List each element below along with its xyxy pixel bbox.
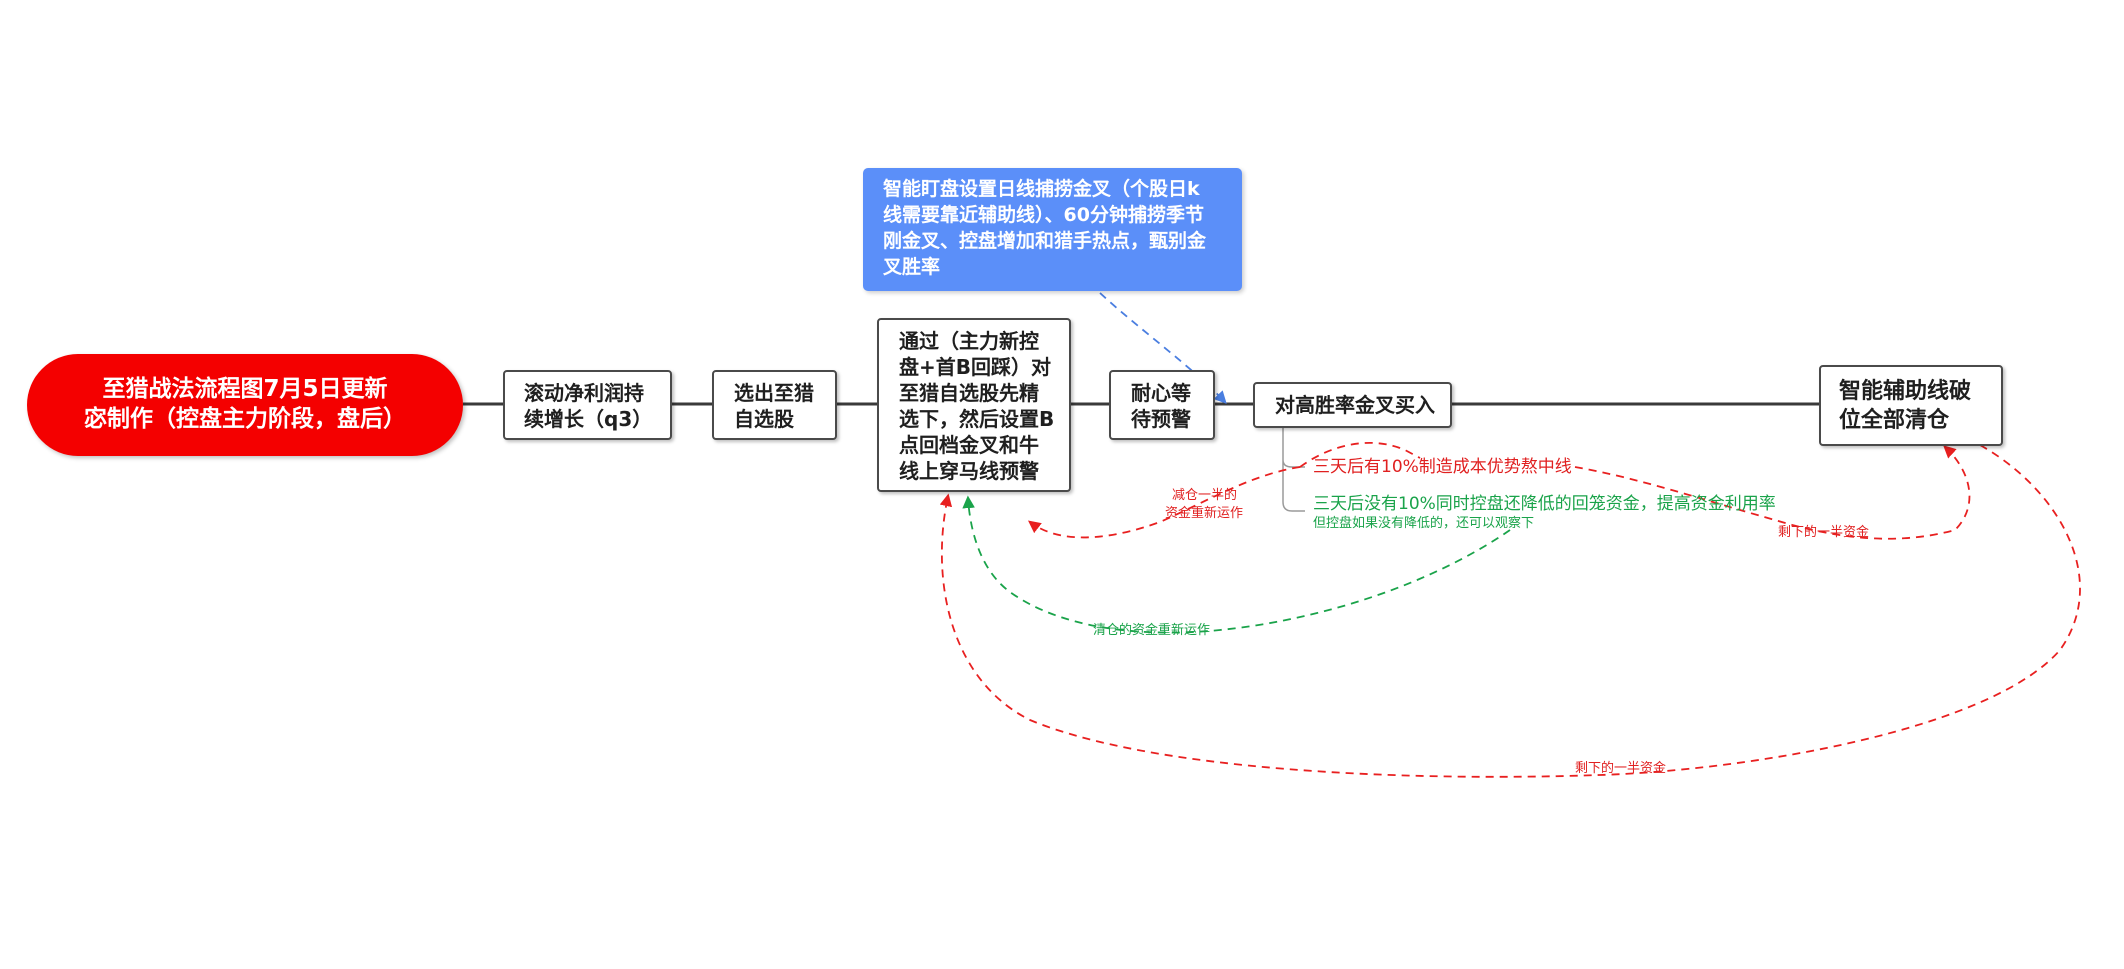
step-wait-line1: 耐心等 (1131, 381, 1191, 405)
step-buy-line1: 对高胜率金叉买入 (1275, 393, 1435, 417)
root-topic[interactable]: 至猎战法流程图7月5日更新 宓制作（控盘主力阶段，盘后） (27, 354, 463, 456)
step-net-profit-line1: 滚动净利润持 (524, 381, 644, 405)
step-clear-line1: 智能辅助线破 (1839, 379, 1972, 404)
clear-reuse-label: 清仓的资金重新运作 (1093, 623, 1211, 638)
step-net-profit-line2: 续增长（q3） (524, 407, 653, 431)
callout-line3: 刚金叉、控盘增加和猎手热点，甄别金 (883, 230, 1207, 252)
step-refine-and-alert[interactable]: 通过（主力新控 盘+首B回踩）对 至猎自选股先精 选下，然后设置B 点回档金叉和… (877, 318, 1071, 492)
callout-line4: 叉胜率 (883, 256, 941, 278)
branch-bracket (1282, 428, 1305, 512)
branch-recycle-capital[interactable]: 三天后没有10%同时控盘还降低的回笼资金，提高资金利用率 (1313, 494, 1776, 514)
clear-arrow (962, 495, 1511, 634)
remaining-arrow-1 (1574, 445, 1971, 540)
step-refine-line2: 盘+首B回踩）对 (899, 355, 1052, 379)
root-title-line2: 宓制作（控盘主力阶段，盘后） (84, 406, 406, 432)
reduce-label-line1: 减仓一半的 (1172, 488, 1238, 503)
reduce-arrow (1027, 466, 1301, 539)
step-refine-line5: 点回档金叉和牛 (899, 433, 1039, 457)
step-refine-line3: 至猎自选股先精 (899, 381, 1039, 405)
step-wait-line2: 待预警 (1131, 407, 1191, 431)
callout-line2: 线需要靠近辅助线）、60分钟捕捞季节 (883, 204, 1204, 226)
reduce-label-line2: 资金重新运作 (1165, 506, 1244, 521)
step-refine-line6: 线上穿马线预警 (899, 459, 1039, 483)
step-buy-golden-cross[interactable]: 对高胜率金叉买入 (1253, 382, 1452, 428)
smart-monitor-callout[interactable]: 智能盯盘设置日线捕捞金叉（个股日k 线需要靠近辅助线）、60分钟捕捞季节 刚金叉… (863, 168, 1242, 291)
remaining-label-upper: 剩下的一半资金 (1778, 525, 1870, 540)
branch-hold-midterm[interactable]: 三天后有10%制造成本优势熬中线 (1313, 457, 1572, 477)
step-select-watchlist[interactable]: 选出至猎 自选股 (712, 370, 837, 440)
branch1-loop (1299, 442, 1421, 468)
step-wait-alert[interactable]: 耐心等 待预警 (1109, 370, 1215, 440)
step-refine-line1: 通过（主力新控 (899, 329, 1039, 353)
remaining-label-lower: 剩下的一半资金 (1575, 761, 1667, 776)
step-select-line1: 选出至猎 (734, 381, 814, 405)
branch-recycle-subnote: 但控盘如果没有降低的，还可以观察下 (1313, 516, 1535, 531)
step-select-line2: 自选股 (734, 407, 794, 431)
step-clear-line2: 位全部清仓 (1839, 408, 1950, 433)
step-clear-position[interactable]: 智能辅助线破 位全部清仓 (1819, 365, 2003, 446)
step-net-profit-growth[interactable]: 滚动净利润持 续增长（q3） (503, 370, 672, 440)
root-title-line1: 至猎战法流程图7月5日更新 (102, 376, 388, 402)
step-refine-line4: 选下，然后设置B (899, 407, 1055, 431)
callout-line1: 智能盯盘设置日线捕捞金叉（个股日k (883, 178, 1200, 200)
remaining-arrow-2 (939, 444, 2081, 778)
